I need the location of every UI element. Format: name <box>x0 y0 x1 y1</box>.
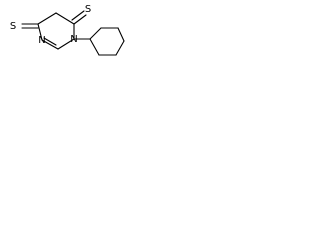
thione-bonds <box>21 10 87 29</box>
bond-c6-s-double-b <box>71 10 85 21</box>
nitrogen-label-lower: N <box>38 35 45 46</box>
bond-c2-n3 <box>41 39 59 50</box>
bond-cy-3 <box>117 27 125 42</box>
bond-c4-c5 <box>37 12 57 25</box>
molecule-svg: S S N N <box>10 4 125 56</box>
bond-n1-c2 <box>57 38 75 50</box>
bond-c6-s-double-a <box>73 14 87 25</box>
nitrogen-label-upper: N <box>70 34 77 45</box>
bond-c2-n3-double <box>43 37 57 46</box>
sulfur-label-left: S <box>10 21 16 32</box>
pyrimidine-ring <box>37 12 75 50</box>
bond-cy-1 <box>89 27 102 40</box>
cyclohexyl-ring <box>73 27 125 56</box>
atom-labels: S S N N <box>10 4 91 46</box>
bond-cy-6 <box>89 38 100 56</box>
bond-c5-c6 <box>55 12 75 25</box>
chemical-structure-diagram: S S N N <box>0 0 125 66</box>
bond-n3-c4 <box>37 23 43 41</box>
sulfur-label-top: S <box>85 4 91 15</box>
bond-cy-4 <box>115 40 125 56</box>
